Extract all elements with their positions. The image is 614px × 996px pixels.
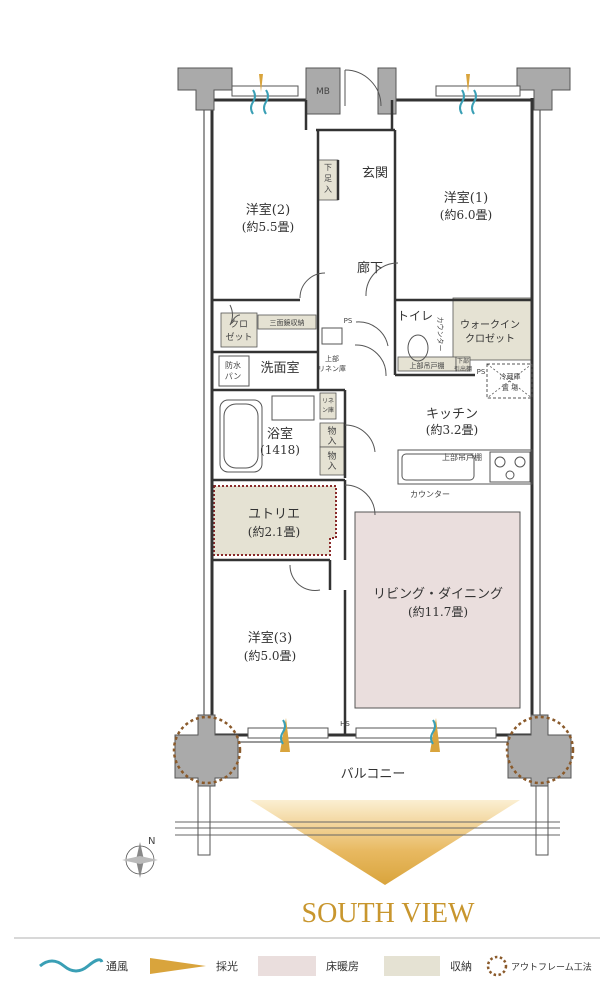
washbasin — [321, 327, 343, 345]
washroom-label: 洗面室 — [260, 360, 299, 376]
storage-b-label-2: 入 — [327, 461, 336, 472]
bath-size: (1418) — [260, 443, 300, 457]
mb-label: MB — [316, 87, 330, 97]
shower-area — [271, 395, 315, 421]
legend-storage-label: 収納 — [450, 960, 472, 973]
legend-outframe-label: アウトフレーム工法 — [511, 961, 592, 973]
south-view-light-fan — [250, 800, 520, 885]
south-view-title: SOUTH VIEW — [302, 898, 475, 929]
shoe-box-label-1: 下 — [324, 163, 332, 172]
closet-label-2: ゼット — [225, 331, 252, 343]
kitchen-sink — [401, 453, 475, 481]
storage-b-label-1: 物 — [327, 450, 336, 462]
yutorie-room-outline — [213, 485, 337, 556]
shoe-box-label-3: 入 — [324, 185, 332, 194]
shoe-box-label-2: 足 — [324, 174, 332, 183]
balcony-label: バルコニー — [341, 767, 406, 782]
legend-floor-heating-swatch — [258, 956, 316, 976]
waterproof-pan-label-1: 防水 — [225, 360, 241, 370]
toilet-upper-cabinet-label: 上部吊戸棚 — [410, 361, 445, 370]
compass-north-label: N — [148, 836, 155, 847]
fridge-label-1: 冷蔵庫 — [500, 372, 521, 381]
yutorie-size: (約2.1畳) — [248, 524, 300, 539]
walkin-closet-line1: ウォークイン — [460, 319, 520, 331]
ventilation-markers — [250, 89, 477, 745]
living-dining-floor-heating — [354, 511, 521, 709]
bath-name: 浴室 — [267, 426, 293, 442]
upper-linen-label-2: リネン庫 — [318, 364, 346, 373]
western-3-name: 洋室(3) — [248, 630, 292, 646]
waterproof-pan-label-2: パン — [225, 372, 241, 381]
legend: 通風 採光 床暖房 収納 アウトフレーム工法 — [39, 955, 592, 977]
western-1-name: 洋室(1) — [444, 190, 488, 206]
yutorie-name: ユトリエ — [248, 507, 300, 522]
kitchen-name: キッチン — [426, 407, 478, 422]
living-dining-name: リビング・ダイニング — [373, 587, 503, 602]
compass: N — [122, 836, 158, 878]
linen-label-2: ン庫 — [322, 406, 334, 414]
fridge-space — [486, 363, 533, 399]
ps-label-1: PS — [344, 317, 353, 325]
legend-floor-heating-label: 床暖房 — [326, 959, 359, 973]
bathtub — [219, 399, 263, 473]
legend-storage-swatch — [384, 956, 440, 976]
toilet-bowl — [407, 334, 429, 362]
structural-columns — [174, 67, 572, 787]
kitchen-upper-cabinet-label: 上部吊戸棚 — [442, 452, 482, 462]
kitchen-counter — [397, 449, 533, 485]
exterior-walls — [203, 98, 541, 743]
legend-ventilation-label: 通風 — [106, 960, 128, 973]
entrance-label: 玄関 — [362, 166, 388, 181]
storage-a-label-1: 物 — [327, 425, 336, 437]
legend-daylight-icon — [150, 958, 206, 974]
western-2-size: (約5.5畳) — [242, 219, 294, 234]
corridor-label: 廊下 — [357, 260, 383, 276]
linen-label-1: リネ — [322, 398, 334, 405]
storage-a-label-2: 入 — [327, 436, 336, 447]
legend-daylight-label: 採光 — [216, 959, 238, 973]
doors — [229, 69, 399, 591]
under-cabinet-label-2: 引出棚 — [454, 365, 472, 373]
western-1-size: (約6.0畳) — [440, 207, 492, 222]
hs-label: HS — [340, 720, 350, 728]
balcony-railing — [175, 821, 560, 836]
legend-outframe-icon — [486, 955, 508, 977]
kitchen-counter-label: カウンター — [410, 490, 450, 499]
western-2-name: 洋室(2) — [246, 202, 290, 218]
toilet-label: トイレ — [397, 309, 433, 323]
toilet-counter-label: カウンター — [436, 317, 445, 352]
legend-ventilation-icon — [39, 958, 104, 973]
three-mirror-storage-label: 三面鏡収納 — [270, 318, 305, 327]
walkin-closet-line2: クロゼット — [465, 333, 515, 345]
stove-burners — [489, 451, 531, 483]
kitchen-size: (約3.2畳) — [426, 422, 478, 437]
fridge-label-2: 置 場 — [502, 383, 518, 392]
outframe-markers — [172, 715, 575, 785]
closet-label-1: クロ — [230, 319, 248, 330]
storage-areas — [220, 159, 532, 476]
western-3-size: (約5.0畳) — [244, 648, 296, 663]
upper-linen-label-1: 上部 — [325, 354, 339, 363]
living-dining-size: (約11.7畳) — [408, 604, 468, 619]
ps-label-2: PS — [477, 368, 486, 376]
interior-walls — [212, 100, 532, 735]
waterproof-pan — [218, 355, 250, 387]
under-cabinet-label-1: 下部 — [457, 357, 469, 365]
